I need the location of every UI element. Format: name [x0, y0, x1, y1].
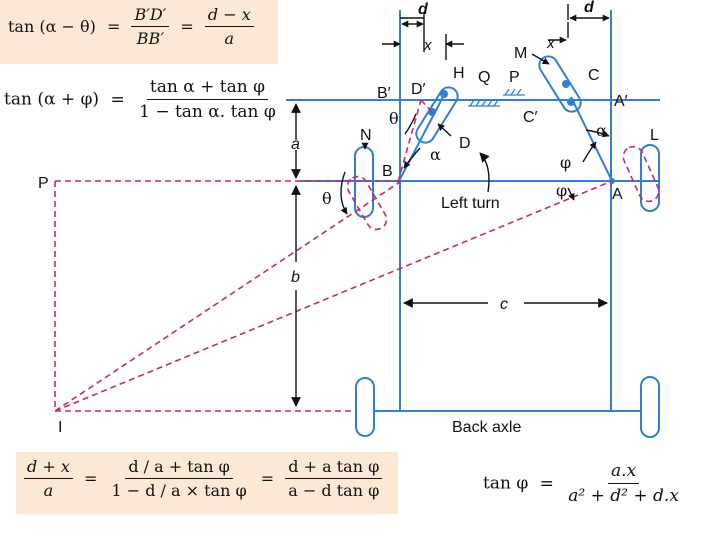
eq2-fraction: tan α + tan φ 1 − tan α. tan φ — [136, 77, 279, 122]
equation-box-3 — [16, 452, 398, 514]
eq3-denominator-2: 1 − d / a × tan φ — [111, 481, 247, 500]
arrow-D — [437, 123, 452, 137]
eq1-mid-denominator: BB′ — [136, 29, 164, 48]
label-A: A — [612, 186, 623, 203]
chassis-frame — [286, 10, 660, 438]
label-L: L — [650, 127, 659, 144]
equation-4: tan φ = a.x a² + d² + d.x — [483, 461, 682, 506]
pivot-C — [562, 80, 570, 88]
eq1-fraction-b: d − x a — [204, 5, 254, 48]
eq3-denominator-3: a − d tan φ — [288, 481, 380, 500]
eq1-rhs-numerator: d − x — [204, 5, 254, 27]
eq4-fraction: a.x a² + d² + d.x — [565, 461, 682, 506]
label-P-left: P — [38, 175, 49, 192]
line-D-prime-to-D — [420, 99, 433, 113]
eq2-numerator: tan α + tan φ — [146, 77, 268, 100]
label-a: a — [291, 136, 300, 153]
label-D: D — [459, 135, 471, 152]
eq3-fraction-1: d + x a — [24, 457, 73, 500]
label-left-turn: Left turn — [441, 195, 500, 212]
arc-phi-lower — [567, 187, 575, 201]
equation-box-1 — [0, 0, 278, 64]
track-rod-left — [397, 94, 445, 184]
label-x-left: x — [423, 37, 432, 54]
label-alpha-right: α — [596, 121, 607, 140]
label-d-left: d — [418, 1, 429, 18]
arrow-M — [531, 53, 550, 65]
eq4-denominator: a² + d² + d.x — [568, 486, 679, 506]
eq4-numerator: a.x — [608, 461, 640, 484]
line-I-to-B — [54, 181, 401, 412]
eq2-lhs: tan (α + φ) — [4, 89, 100, 110]
label-N: N — [360, 127, 372, 144]
label-d-right: d — [584, 0, 595, 16]
label-phi-lower: φ — [556, 181, 567, 200]
line-B-to-D-prime — [397, 99, 422, 183]
hatch-guides — [468, 88, 525, 107]
eq3-fraction-2: d / a + tan φ 1 − d / a × tan φ — [108, 457, 249, 500]
dimension-lines — [291, 4, 610, 407]
arc-theta-top — [404, 113, 417, 135]
construction-lines — [54, 99, 660, 412]
label-x-right: x — [546, 35, 555, 52]
arc-theta-left — [340, 171, 348, 215]
equation-1: tan (α − θ) = B′D′ BB′ = d − x a — [8, 5, 254, 48]
eq1-mid-numerator: B′D′ — [131, 5, 170, 27]
label-D-prime: D′ — [411, 81, 426, 98]
diagram-labels: d x d x M H Q P C B′ D′ C′ A′ θ D α α φ … — [38, 0, 659, 436]
back-wheel-right — [640, 376, 660, 438]
eq1-fraction-a: B′D′ BB′ — [131, 5, 170, 48]
label-M: M — [514, 45, 527, 62]
turned-wheel-right — [622, 145, 660, 203]
arc-phi-upper — [582, 141, 597, 163]
line-I-to-A — [54, 180, 613, 412]
eq3-numerator-1: d + x — [24, 457, 73, 479]
label-B: B — [382, 163, 393, 180]
pivot-C-prime — [567, 98, 575, 106]
eq3-numerator-3: d + a tan φ — [285, 457, 383, 479]
label-theta-left: θ — [322, 189, 332, 208]
eq3-numerator-2: d / a + tan φ — [125, 457, 233, 479]
equation-3: d + x a = d / a + tan φ 1 − d / a × tan … — [24, 457, 383, 500]
eq3-denominator-1: a — [43, 481, 54, 500]
label-A-prime: A′ — [614, 93, 628, 110]
label-b: b — [291, 269, 300, 286]
label-theta-top: θ — [389, 109, 399, 128]
label-H: H — [453, 65, 465, 82]
label-B-prime: B′ — [377, 85, 391, 102]
back-wheel-left — [355, 377, 375, 437]
label-c: c — [500, 296, 508, 313]
eq1-rhs-denominator: a — [224, 29, 235, 48]
eq2-denominator: 1 − tan α. tan φ — [139, 102, 276, 122]
label-phi-upper: φ — [560, 153, 571, 172]
equation-2: tan (α + φ) = tan α + tan φ 1 − tan α. t… — [4, 77, 279, 122]
eq1-lhs: tan (α − θ) — [8, 17, 96, 36]
label-Q: Q — [478, 69, 490, 86]
label-alpha-left: α — [430, 145, 441, 164]
eq3-fraction-3: d + a tan φ a − d tan φ — [285, 457, 383, 500]
eq4-lhs: tan φ — [483, 473, 529, 494]
label-C: C — [588, 67, 600, 84]
label-C-prime: C′ — [523, 109, 538, 126]
label-back-axle: Back axle — [452, 419, 521, 436]
track-rod-right — [570, 96, 613, 182]
label-I: I — [58, 419, 62, 436]
arc-alpha-right — [585, 129, 610, 138]
pivot-H — [440, 90, 448, 98]
slider-right — [538, 55, 582, 113]
front-wheel-right — [640, 144, 660, 212]
arc-alpha-left — [403, 147, 421, 169]
arrow-left-turn — [479, 152, 490, 193]
label-P-top: P — [509, 69, 520, 86]
